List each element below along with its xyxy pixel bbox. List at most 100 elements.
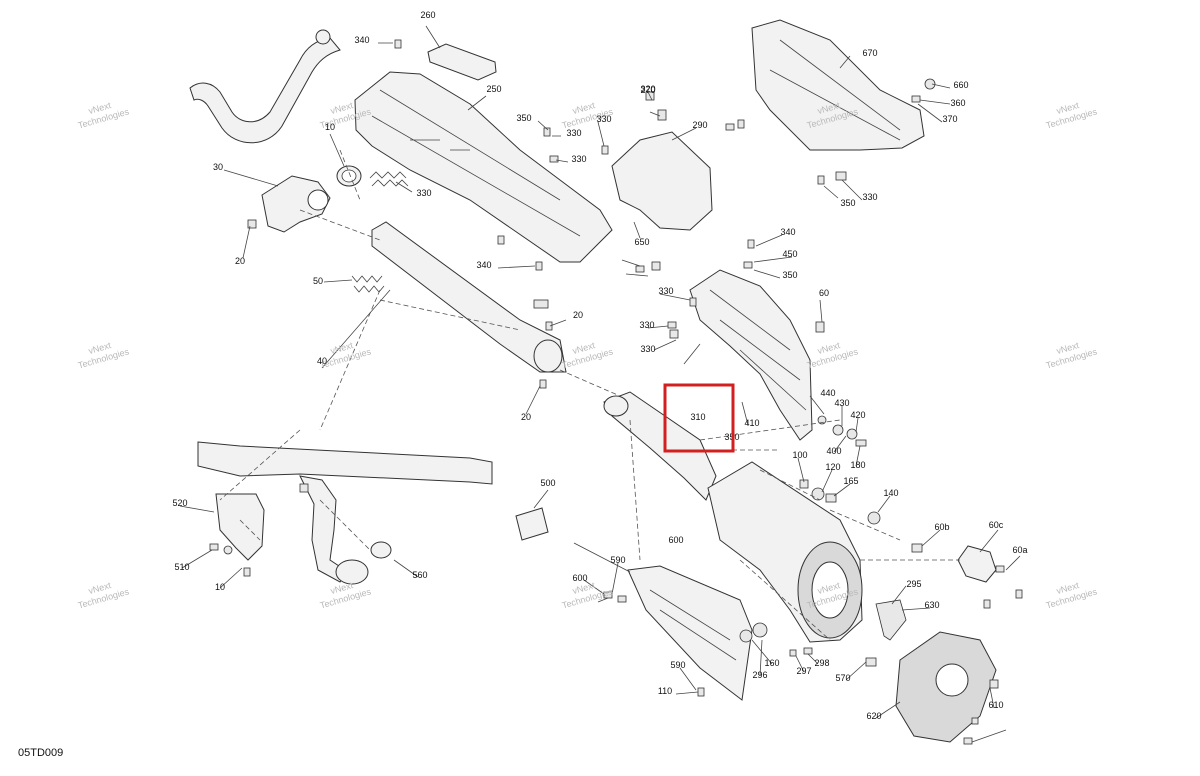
callout-label[interactable]: 310 [690, 412, 705, 422]
callout-label[interactable]: 450 [782, 249, 797, 259]
callout-label[interactable]: 500 [540, 478, 555, 488]
callout-label[interactable]: 650 [634, 237, 649, 247]
callout-label[interactable]: 165 [843, 476, 858, 486]
callout-label[interactable]: 660 [953, 80, 968, 90]
callout-label[interactable]: 330 [566, 128, 581, 138]
callout-label[interactable]: 30 [213, 162, 223, 172]
callout-label[interactable]: 180 [850, 460, 865, 470]
callout-label[interactable]: 420 [850, 410, 865, 420]
callout-label[interactable]: 10 [215, 582, 225, 592]
part-30-header-pipe[interactable] [189, 37, 341, 144]
callout-label[interactable]: 320 [640, 84, 655, 94]
callout-label[interactable]: 330 [596, 114, 611, 124]
callout-label[interactable]: 297 [796, 666, 811, 676]
callout-label[interactable]: 600 [572, 573, 587, 583]
callout-label[interactable]: 120 [825, 462, 840, 472]
callout-label[interactable]: 620 [866, 711, 881, 721]
callout-label[interactable]: 20 [235, 256, 245, 266]
highlight-box[interactable] [663, 383, 735, 453]
callout-label[interactable]: 350 [782, 270, 797, 280]
callout-label[interactable]: 590 [610, 555, 625, 565]
callout-label[interactable]: 60 [819, 288, 829, 298]
callout-label[interactable]: 560 [412, 570, 427, 580]
callout-label[interactable]: 60c [989, 520, 1004, 530]
callout-label[interactable]: 100 [792, 450, 807, 460]
callout-label[interactable]: 40 [317, 356, 327, 366]
callout-label[interactable]: 610 [988, 700, 1003, 710]
part-260-plate[interactable] [427, 43, 497, 81]
part-250-heat-shield[interactable] [354, 71, 613, 263]
callout-label[interactable]: 350 [840, 198, 855, 208]
callout-label[interactable]: 10 [325, 122, 335, 132]
callout-label[interactable]: 330 [658, 286, 673, 296]
callout-label[interactable]: 250 [486, 84, 501, 94]
callout-label[interactable]: 330 [640, 344, 655, 354]
part-320-shield[interactable] [689, 269, 813, 441]
part-290-shield[interactable] [751, 19, 925, 151]
callout-label[interactable]: 140 [883, 488, 898, 498]
callout-label[interactable]: 570 [835, 673, 850, 683]
part-60-inlet [603, 395, 629, 417]
callout-label[interactable]: 410 [744, 418, 759, 428]
callout-label[interactable]: 296 [752, 670, 767, 680]
callout-label[interactable]: 340 [476, 260, 491, 270]
callout-label[interactable]: 330 [571, 154, 586, 164]
callout-label[interactable]: 295 [906, 579, 921, 589]
callout-label[interactable]: 520 [172, 498, 187, 508]
callout-label[interactable]: 440 [820, 388, 835, 398]
callout-label[interactable]: 600 [668, 535, 683, 545]
assembly-lines [219, 149, 960, 641]
callout-label[interactable]: 160 [764, 658, 779, 668]
part-500-bracket[interactable] [215, 493, 265, 561]
callout-label[interactable]: 20 [573, 310, 583, 320]
callout-label[interactable]: 350 [516, 113, 531, 123]
callout-label[interactable]: 510 [174, 562, 189, 572]
callout-label[interactable]: 270 [640, 85, 655, 95]
callout-label[interactable]: 630 [924, 600, 939, 610]
callout-label[interactable]: 290 [692, 120, 707, 130]
callout-label[interactable]: 110 [658, 686, 672, 696]
part-30-flange [315, 29, 331, 45]
part-10-gasket-lower[interactable] [370, 541, 392, 559]
part-60b-plate[interactable] [957, 545, 997, 583]
leader-lines [179, 25, 1021, 743]
part-560-guard[interactable] [627, 565, 753, 701]
part-lower-outlet [335, 559, 369, 585]
callout-label[interactable]: 330 [862, 192, 877, 202]
part-40-mid-pipe[interactable] [371, 221, 567, 373]
callout-label[interactable]: 340 [780, 227, 795, 237]
callout-label[interactable]: 360 [950, 98, 965, 108]
callout-label[interactable]: 400 [826, 446, 841, 456]
part-60a-insert[interactable] [515, 507, 549, 541]
part-spring-50[interactable] [351, 275, 385, 293]
callout-label[interactable]: 430 [834, 398, 849, 408]
callout-label[interactable]: 60a [1012, 545, 1027, 555]
callout-label[interactable]: 330 [639, 320, 654, 330]
callout-label[interactable]: 670 [862, 48, 877, 58]
part-elbow[interactable] [261, 175, 331, 233]
callout-label[interactable]: 20 [521, 412, 531, 422]
callout-label[interactable]: 370 [942, 114, 957, 124]
callout-label[interactable]: 260 [420, 10, 435, 20]
part-60-pipe-section[interactable] [603, 391, 717, 501]
callout-label[interactable]: 330 [416, 188, 431, 198]
callout-label[interactable]: 340 [354, 35, 369, 45]
callout-labels: 260 340 250 10 30 330 20 50 40 20 20 340 350 330 330 33… [172, 10, 1027, 721]
drawing-code: 05TD009 [18, 747, 63, 759]
callout-label[interactable]: 60b [934, 522, 949, 532]
callout-label[interactable]: 298 [814, 658, 829, 668]
part-lower-pipe[interactable] [197, 441, 493, 485]
part-40-outlet [533, 339, 563, 373]
callout-label[interactable]: 50 [313, 276, 323, 286]
part-spring-330[interactable] [369, 171, 409, 187]
part-270-shield[interactable] [611, 131, 713, 231]
callout-label[interactable]: 590 [670, 660, 685, 670]
